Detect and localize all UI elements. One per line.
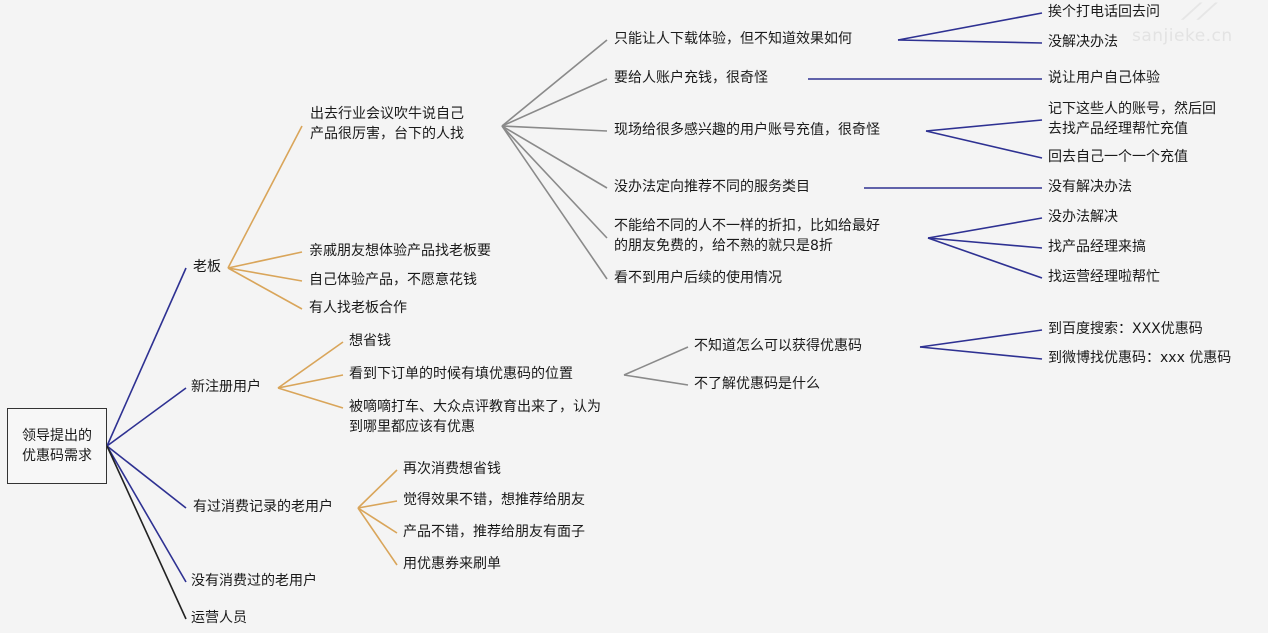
link-consumed-line bbox=[357, 500, 398, 509]
node-no-tracking: 看不到用户后续的使用情况 bbox=[614, 270, 782, 286]
link-download-line bbox=[897, 39, 1043, 44]
link-boss-line bbox=[227, 267, 303, 310]
link-root-line bbox=[106, 267, 187, 447]
branch-old-user-consumed: 有过消费记录的老用户 bbox=[193, 499, 333, 515]
link-meeting-line bbox=[501, 39, 608, 127]
node-call-back: 挨个打电话回去问 bbox=[1048, 4, 1160, 20]
node-record-accounts: 记下这些人的账号，然后回 去找产品经理帮忙充值 bbox=[1048, 101, 1216, 137]
watermark: sanjieke.cn bbox=[1132, 26, 1233, 46]
node-let-user-try: 说让用户自己体验 bbox=[1048, 70, 1160, 86]
link-meeting-line bbox=[501, 78, 608, 127]
link-root-line bbox=[106, 445, 187, 509]
link-onsite-line bbox=[925, 130, 1043, 159]
link-discount-line bbox=[927, 217, 1043, 239]
node-no-discount: 不能给不同的人不一样的折扣，比如给最好 的朋友免费的，给不熟的就只是8折 bbox=[614, 218, 880, 254]
branch-new-user: 新注册用户 bbox=[191, 379, 261, 395]
link-coupon-line bbox=[623, 374, 689, 386]
node-recharge-account: 要给人账户充钱，很奇怪 bbox=[614, 70, 768, 86]
node-no-targeting: 没办法定向推荐不同的服务类目 bbox=[614, 179, 810, 195]
branch-boss: 老板 bbox=[193, 259, 221, 275]
link-root-line bbox=[106, 387, 187, 447]
root-node: 领导提出的 优惠码需求 bbox=[7, 408, 107, 484]
node-educated: 被嘀嘀打车、大众点评教育出来了，认为 到哪里都应该有优惠 bbox=[349, 399, 601, 435]
node-baidu: 到百度搜索：XXX优惠码 bbox=[1048, 321, 1203, 337]
link-consumed-line bbox=[357, 469, 398, 509]
link-meeting-line bbox=[501, 125, 608, 132]
link-meeting-line bbox=[501, 125, 608, 189]
link-root-line bbox=[106, 445, 187, 620]
node-save-money: 想省钱 bbox=[349, 333, 391, 349]
branch-ops: 运营人员 bbox=[191, 610, 247, 626]
node-industry-meeting: 出去行业会议吹牛说自己 产品很厉害，台下的人找 bbox=[310, 106, 464, 142]
node-no-solution-a: 没解决办法 bbox=[1048, 34, 1118, 50]
node-face: 产品不错，推荐给朋友有面子 bbox=[403, 524, 585, 540]
branch-old-user-never: 没有消费过的老用户 bbox=[191, 573, 317, 589]
link-boss-line bbox=[227, 251, 303, 269]
node-partner: 有人找老板合作 bbox=[309, 300, 407, 316]
node-recommend: 觉得效果不错，想推荐给朋友 bbox=[403, 492, 585, 508]
node-download-only: 只能让人下载体验，但不知道效果如何 bbox=[614, 31, 852, 47]
link-get-line bbox=[919, 329, 1043, 348]
link-newuser-line bbox=[277, 387, 344, 409]
node-cannot-solve: 没办法解决 bbox=[1048, 209, 1118, 225]
node-weibo: 到微博找优惠码：xxx 优惠码 bbox=[1048, 350, 1232, 366]
link-boss-line bbox=[227, 125, 303, 269]
link-newuser-line bbox=[277, 341, 344, 389]
link-boss-line bbox=[227, 267, 303, 282]
node-brush: 用优惠券来刷单 bbox=[403, 556, 501, 572]
link-meeting-line bbox=[501, 125, 608, 280]
link-discount-line bbox=[927, 237, 1043, 249]
node-relatives: 亲戚朋友想体验产品找老板要 bbox=[309, 243, 491, 259]
node-recharge-one-by-one: 回去自己一个一个充值 bbox=[1048, 149, 1188, 165]
link-coupon-line bbox=[623, 346, 689, 376]
node-no-solution-b: 没有解决办法 bbox=[1048, 179, 1132, 195]
node-self-trial: 自己体验产品，不愿意花钱 bbox=[309, 272, 477, 288]
link-root-line bbox=[106, 445, 187, 583]
link-consumed-line bbox=[357, 507, 398, 566]
link-onsite-line bbox=[925, 119, 1043, 132]
link-newuser-line bbox=[277, 374, 344, 389]
link-consumed-line bbox=[357, 507, 398, 534]
link-download-line bbox=[897, 12, 1043, 41]
link-discount-line bbox=[927, 237, 1043, 279]
node-how-to-get: 不知道怎么可以获得优惠码 bbox=[694, 338, 862, 354]
link-meeting-line bbox=[501, 125, 608, 239]
watermark-logo-icon: ⟋⟋ bbox=[1182, 0, 1213, 25]
node-find-pm: 找产品经理来搞 bbox=[1048, 239, 1146, 255]
node-onsite-recharge: 现场给很多感兴趣的用户账号充值，很奇怪 bbox=[614, 122, 880, 138]
node-find-ops-mgr: 找运营经理啦帮忙 bbox=[1048, 269, 1160, 285]
link-get-line bbox=[919, 346, 1043, 360]
node-what-is: 不了解优惠码是什么 bbox=[694, 376, 820, 392]
node-save-again: 再次消费想省钱 bbox=[403, 461, 501, 477]
node-coupon-field: 看到下订单的时候有填优惠码的位置 bbox=[349, 366, 573, 382]
